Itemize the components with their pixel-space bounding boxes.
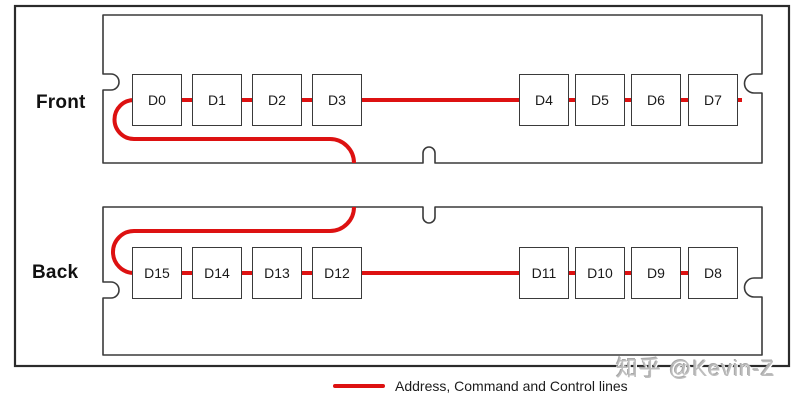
chip-d8: D8 (688, 247, 738, 299)
chip-d1: D1 (192, 74, 242, 126)
red-trace-legend-swatch (333, 384, 385, 388)
chip-d11: D11 (519, 247, 569, 299)
legend: Address, Command and Control lines (333, 378, 628, 394)
chip-d13: D13 (252, 247, 302, 299)
chip-d10: D10 (575, 247, 625, 299)
chip-d0: D0 (132, 74, 182, 126)
chip-d6: D6 (631, 74, 681, 126)
chip-d2: D2 (252, 74, 302, 126)
back-side-label: Back (32, 262, 79, 283)
chip-d3: D3 (312, 74, 362, 126)
front-side-label: Front (36, 92, 86, 113)
front-board-outline (102, 14, 763, 164)
chip-d7: D7 (688, 74, 738, 126)
outer-frame (13, 4, 791, 368)
front-address-trace (112, 98, 742, 164)
back-board-outline (102, 206, 763, 356)
chip-d12: D12 (312, 247, 362, 299)
watermark: 知乎 @Kevin-Z (616, 356, 776, 381)
back-address-trace (111, 206, 738, 275)
chip-d5: D5 (575, 74, 625, 126)
chip-d15: D15 (132, 247, 182, 299)
chip-d4: D4 (519, 74, 569, 126)
legend-label: Address, Command and Control lines (395, 378, 628, 394)
chip-d14: D14 (192, 247, 242, 299)
chip-d9: D9 (631, 247, 681, 299)
